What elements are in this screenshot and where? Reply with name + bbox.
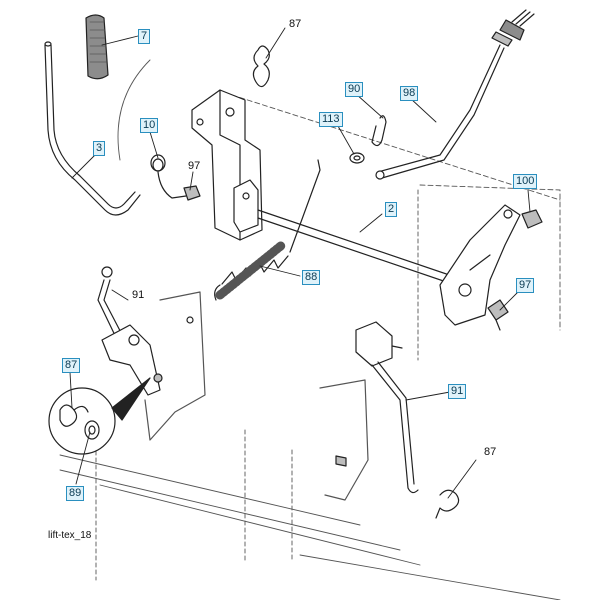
callout-part-87-b[interactable]: 87 xyxy=(62,358,81,373)
part-87-hairpin-top xyxy=(252,45,270,88)
part-100-nut xyxy=(521,209,543,229)
detail-bubble xyxy=(48,377,151,455)
part-113-washer xyxy=(349,152,365,164)
part-90-clip xyxy=(371,115,387,147)
lift-bracket xyxy=(191,89,263,241)
callout-part-88[interactable]: 88 xyxy=(302,270,321,285)
callout-part-2[interactable]: 2 xyxy=(385,202,398,217)
callout-part-89[interactable]: 89 xyxy=(66,486,85,501)
left-lower-bracket xyxy=(101,291,206,441)
callout-part-3[interactable]: 3 xyxy=(93,141,106,156)
part-91-link-right xyxy=(319,321,419,501)
callout-part-97: 97 xyxy=(188,160,201,172)
part-7-grip xyxy=(85,14,109,80)
callout-part-90[interactable]: 90 xyxy=(345,82,364,97)
part-2-lift-shaft xyxy=(257,209,471,291)
callout-part-91-b[interactable]: 91 xyxy=(448,384,467,399)
leader-lines xyxy=(69,27,531,499)
frame-outline xyxy=(59,59,561,600)
callout-part-98[interactable]: 98 xyxy=(400,86,419,101)
part-97-nut-left xyxy=(183,185,201,201)
callout-part-100[interactable]: 100 xyxy=(513,174,538,189)
callout-part-87: 87 xyxy=(289,18,302,30)
figure-id-label: lift-tex_18 xyxy=(48,530,92,541)
callout-part-97-b[interactable]: 97 xyxy=(516,278,535,293)
callout-part-10[interactable]: 10 xyxy=(140,118,159,133)
part-3-handle-rod xyxy=(44,41,141,216)
callout-part-7[interactable]: 7 xyxy=(138,29,151,44)
right-lift-arm xyxy=(439,204,521,326)
part-10-spring xyxy=(150,154,187,199)
part-88-spring xyxy=(214,159,321,301)
callout-part-91: 91 xyxy=(132,289,145,301)
part-97-bolt-right xyxy=(487,299,509,331)
part-87-hairpin-bottom xyxy=(435,489,460,519)
part-98-adjust-rod xyxy=(375,9,535,180)
callout-part-87-c: 87 xyxy=(484,446,497,458)
callout-part-113[interactable]: 113 xyxy=(319,112,343,127)
